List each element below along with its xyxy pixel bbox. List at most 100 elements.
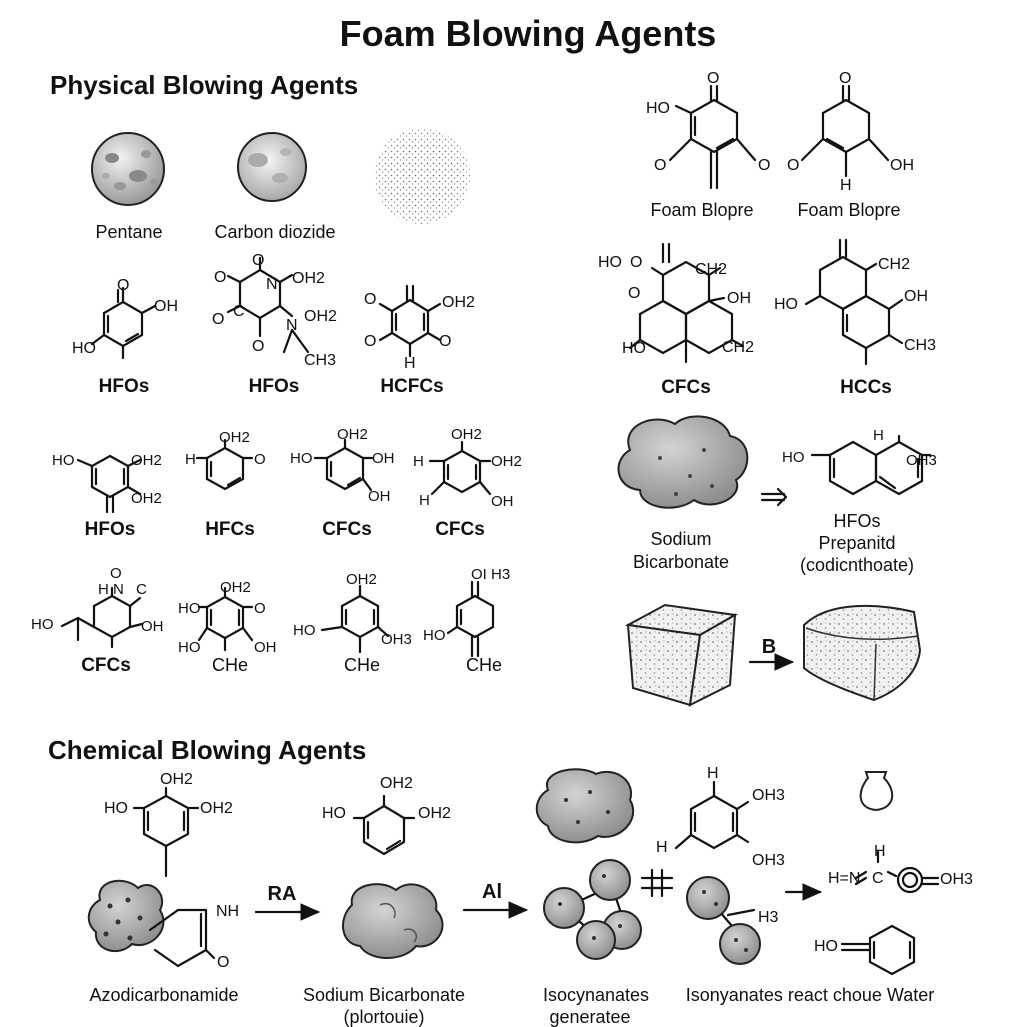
atom-label: H [419, 492, 430, 509]
label-hfcs: HFCs [205, 519, 255, 540]
atom-label: H3 [758, 909, 779, 926]
hcfcs-structure [378, 284, 442, 358]
atom-label: HO [646, 100, 670, 117]
atom-label: HO [774, 296, 798, 313]
atom-label: H [873, 427, 884, 444]
atom-label: CH2 [722, 339, 755, 356]
atom-label: OH [904, 288, 928, 305]
atom-label: HO [622, 340, 646, 357]
particle-cloud [374, 128, 470, 224]
atom-label: OH2 [160, 771, 193, 788]
physical-section-heading: Physical Blowing Agents [50, 70, 359, 100]
atom-label: OI H3 [471, 566, 511, 583]
label-che-2: CHe [343, 655, 381, 675]
atom-label: O [214, 269, 227, 286]
atom-label: OH [491, 493, 514, 510]
atom-label: HO [31, 616, 54, 633]
atom-label: CH3 [304, 352, 337, 369]
atom-label: HO [782, 449, 805, 466]
label-plortouie: (plortouie) [343, 1007, 425, 1027]
chemical-section-heading: Chemical Blowing Agents [48, 735, 367, 765]
atom-label: O [630, 254, 643, 271]
label-isonyanates-water: Isonyanates react choue Water [685, 985, 935, 1005]
atom-label: CH3 [904, 337, 937, 354]
hfos-structure-1 [90, 286, 157, 360]
label-arrow-b: B [761, 636, 777, 658]
beaker-icon [859, 771, 894, 812]
atom-label: OH2 [442, 294, 475, 311]
atom-label: NH [216, 903, 240, 920]
atom-label: HO [322, 805, 346, 822]
foam-blopre-structure-1 [668, 84, 757, 190]
atom-label: H [413, 453, 424, 470]
label-hcfcs: HCFCs [380, 376, 444, 397]
label-cfcs-2: CFCs [435, 519, 485, 540]
cfcs-structure-1 [313, 438, 374, 492]
atom-label: N [266, 276, 278, 293]
atom-label: OH2 [200, 800, 233, 817]
label-arrow-ra: RA [267, 883, 297, 905]
atom-label: N [286, 317, 298, 334]
label-generatee: generatee [549, 1007, 631, 1027]
label-foam-blopre-2: Foam Blopre [797, 200, 901, 220]
atom-label: OH2 [380, 775, 413, 792]
label-carbon-diozide: Carbon diozide [214, 222, 336, 242]
atom-label: OH2 [292, 270, 325, 287]
atom-label: OH3 [752, 852, 785, 869]
atom-label: C [136, 581, 147, 598]
atom-label: OH2 [491, 453, 522, 470]
atom-label: H [874, 843, 886, 860]
carbon-dioxide-sphere [237, 132, 307, 202]
atom-label: H N [98, 581, 124, 598]
label-cfcs-3: CFCs [81, 655, 131, 676]
atom-label: HO [598, 254, 622, 271]
chem-structure-1 [132, 786, 200, 878]
atom-label: H [404, 355, 416, 372]
chem-structure-2 [352, 794, 416, 856]
atom-label: OH2 [131, 490, 162, 507]
hfcs-structure [195, 438, 254, 491]
atom-label: H [840, 177, 852, 194]
label-cfcs-1: CFCs [322, 519, 372, 540]
atom-label: OH [368, 488, 391, 505]
atom-label: OH [141, 618, 164, 635]
atom-label: O [758, 157, 771, 174]
label-hfos-1: HFOs [98, 376, 150, 397]
atom-label: O [254, 600, 266, 617]
atom-label: HO [290, 450, 313, 467]
label-azodicarbonamide: Azodicarbonamide [89, 985, 239, 1005]
sodium-bicarbonate-cluster [341, 883, 444, 959]
atom-label: O [212, 311, 225, 328]
azodicarbonamide-blob [87, 879, 165, 953]
hccs-fused-ring-structure [804, 238, 904, 366]
atom-label: O [439, 333, 452, 350]
atom-label: H [656, 839, 668, 856]
cfcs-structure-2 [428, 440, 492, 496]
pentane-sphere [91, 132, 165, 206]
atom-label: OH [727, 290, 751, 307]
atom-label: OH2 [418, 805, 451, 822]
label-isocynanates: Isocynanates [542, 985, 650, 1005]
double-arrow-symbol [760, 487, 788, 507]
che-structure-2 [320, 584, 390, 654]
label-prepanitd: Prepanitd [818, 533, 896, 553]
label-bicarbonate: Bicarbonate [632, 552, 730, 572]
atom-label: O [252, 252, 265, 269]
atom-label: O [217, 954, 230, 971]
label-hfos-2: HFOs [248, 376, 300, 397]
label-hfos-right: HFOs [833, 511, 881, 531]
atom-label: OH2 [220, 579, 251, 596]
atom-label: O [654, 157, 667, 174]
atom-label: C [872, 870, 884, 887]
label-arrow-al: Al [482, 881, 502, 903]
che-structure-3 [446, 580, 495, 658]
cfcs-fused-ring-structure [628, 242, 745, 364]
atom-label: OH [890, 157, 914, 174]
atom-label: HO [293, 622, 316, 639]
chem-structure-3 [674, 780, 750, 850]
foam-block-1 [624, 603, 739, 707]
atom-label: O [117, 277, 130, 294]
atom-label: OH2 [131, 452, 162, 469]
label-sodium-bicarbonate: Sodium Bicarbonate [302, 985, 466, 1005]
label-che-1: CHe [211, 655, 249, 675]
